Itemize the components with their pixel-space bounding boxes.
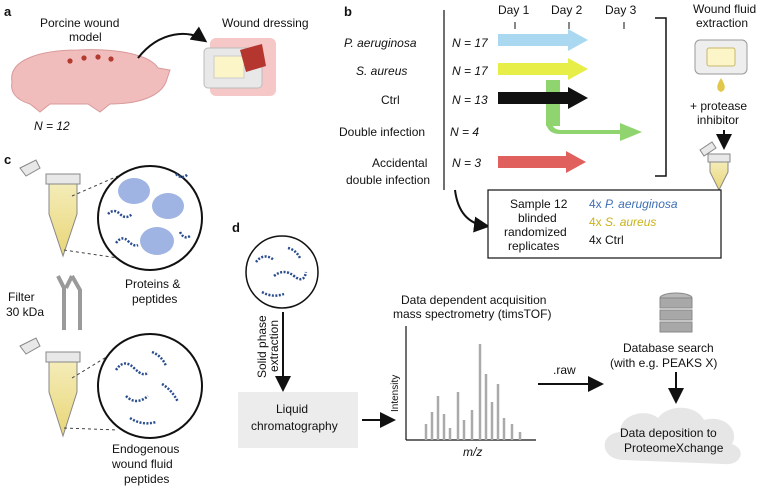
panel-label-d: d	[232, 220, 240, 235]
group-n-ctrl: N = 13	[452, 93, 488, 107]
db-search-label-1: Database search	[623, 341, 714, 355]
arrow-to-dressing	[137, 26, 208, 59]
lc-label-2: chromatography	[251, 419, 338, 433]
tube-peptides-icon	[19, 337, 81, 438]
group-label-accidental-2: double infection	[346, 173, 430, 187]
deposition-label-1: Data deposition to	[620, 426, 717, 440]
peptides-circle	[97, 333, 203, 439]
day-2-label: Day 2	[551, 3, 583, 17]
collection-tube-icon	[699, 141, 731, 192]
porcine-model-label-1: Porcine wound	[40, 16, 119, 30]
wound-dressing-icon	[203, 38, 276, 96]
endogenous-label-1: Endogenous	[112, 442, 179, 456]
day-3-label: Day 3	[605, 3, 637, 17]
extraction-title-2: extraction	[696, 16, 748, 30]
mass-spectrum-plot	[405, 326, 536, 441]
filter-label-1: Filter	[8, 290, 35, 304]
y-axis-label: Intensity	[390, 375, 401, 412]
sample-ctrl-line: 4x Ctrl	[589, 233, 624, 247]
fluid-drop-icon	[717, 78, 725, 92]
arrow-to-sample-box	[454, 189, 490, 233]
sample-box-line-1: Sample 12	[510, 197, 568, 211]
proteins-circle	[97, 165, 203, 271]
db-search-label-2: (with e.g. PEAKS X)	[610, 356, 717, 370]
panel-label-a: a	[4, 4, 12, 19]
extraction-title-1: Wound fluid	[693, 2, 756, 16]
pig-icon	[11, 49, 171, 113]
peptide-sample-circle	[245, 235, 319, 309]
lc-label-1: Liquid	[276, 402, 308, 416]
arrow-sa	[498, 58, 588, 80]
protease-label-1: + protease	[690, 99, 747, 113]
protease-label-2: inhibitor	[697, 113, 739, 127]
zoom-line-bottom-2	[63, 427, 119, 431]
zoom-line-top-1	[71, 175, 119, 197]
proteins-label-1: Proteins &	[125, 277, 180, 291]
x-axis-label: m/z	[463, 445, 482, 459]
proteins-label-2: peptides	[132, 292, 177, 306]
arrow-pa	[498, 29, 588, 51]
group-label-ctrl: Ctrl	[381, 93, 400, 107]
group-label-double: Double infection	[339, 125, 425, 139]
cloud-icon	[604, 407, 741, 465]
sample-pa-line: 4x P. aeruginosa	[589, 197, 678, 211]
arrow-accidental	[498, 151, 586, 173]
dda-label-1: Data dependent acquisition	[401, 293, 546, 307]
filter-icon	[56, 275, 82, 330]
n-label-a: N = 12	[34, 119, 70, 133]
group-n-accidental: N = 3	[452, 156, 481, 170]
group-label-pa: P. aeruginosa	[344, 36, 417, 50]
sample-box-line-3: randomized	[504, 225, 567, 239]
group-n-sa: N = 17	[452, 64, 489, 78]
spe-label-1: Solid phase	[255, 315, 269, 378]
dda-label-2: mass spectrometry (timsTOF)	[393, 307, 551, 321]
sample-box	[487, 189, 722, 259]
sample-sa-line: 4x S. aureus	[589, 215, 656, 229]
raw-label: .raw	[553, 363, 576, 377]
deposition-label-2: ProteomeXchange	[624, 441, 724, 455]
filter-label-2: 30 kDa	[6, 305, 44, 319]
tube-proteins-icon	[19, 159, 81, 258]
day-1-label: Day 1	[498, 3, 530, 17]
spe-label-2: extraction	[267, 320, 281, 372]
group-label-accidental-1: Accidental	[372, 156, 427, 170]
arrow-double-infection	[546, 80, 642, 141]
porcine-model-label-2: model	[69, 30, 102, 44]
arrow-ctrl	[498, 87, 588, 109]
group-n-double: N = 4	[450, 125, 479, 139]
sample-box-line-2: blinded	[518, 211, 557, 225]
panel-label-b: b	[344, 4, 352, 19]
group-n-pa: N = 17	[452, 36, 489, 50]
lc-box	[238, 392, 358, 448]
sample-box-line-4: replicates	[508, 239, 559, 253]
panel-label-c: c	[4, 152, 11, 167]
wound-dressing-label: Wound dressing	[222, 16, 309, 30]
database-icon	[659, 292, 693, 333]
endogenous-label-2: wound fluid	[111, 457, 173, 471]
group-label-sa: S. aureus	[356, 64, 407, 78]
extraction-bracket	[655, 17, 667, 177]
endogenous-label-3: peptides	[124, 472, 169, 486]
wound-dressing-small-icon	[694, 39, 748, 75]
